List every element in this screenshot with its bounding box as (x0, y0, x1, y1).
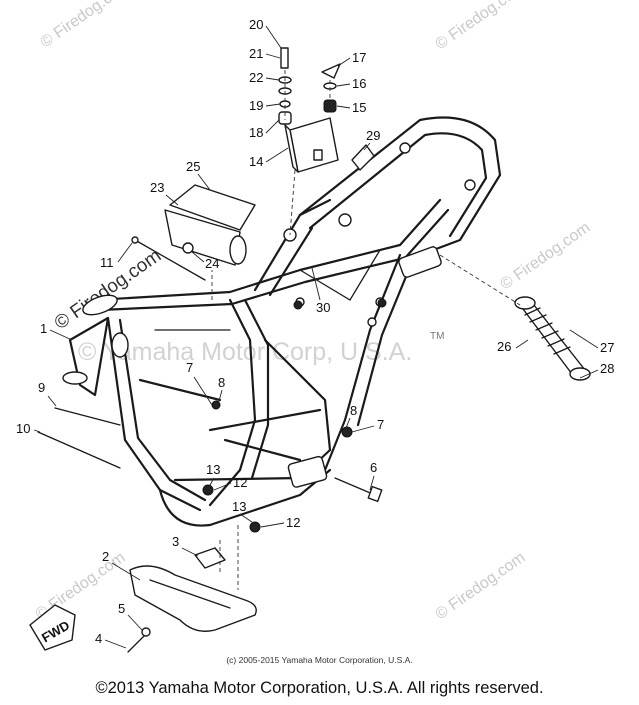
callout-21: 21 (249, 46, 263, 61)
callout-23: 23 (150, 180, 164, 195)
forward-direction-arrow: FWD (29, 604, 76, 651)
callout-16: 16 (352, 76, 366, 91)
callout-2: 2 (102, 549, 109, 564)
callout-1: 1 (40, 321, 47, 336)
callout-10: 10 (16, 421, 30, 436)
callout-22: 22 (249, 70, 263, 85)
callout-3: 3 (172, 534, 179, 549)
callout-19: 19 (249, 98, 263, 113)
callouts: 20 21 22 19 18 14 17 16 15 29 25 23 24 1… (16, 17, 614, 649)
skid-plate (129, 547, 257, 632)
callout-20: 20 (249, 17, 263, 32)
callout-8: 8 (350, 403, 357, 418)
callout-25: 25 (186, 159, 200, 174)
callout-18: 18 (249, 125, 263, 140)
watermark-center: © Yamaha Motor Corp, U.S.A. (78, 338, 412, 366)
callout-8: 8 (218, 375, 225, 390)
callout-6: 6 (370, 460, 377, 475)
callout-12: 12 (286, 515, 300, 530)
callout-13: 13 (206, 462, 220, 477)
callout-14: 14 (249, 154, 263, 169)
callout-17: 17 (352, 50, 366, 65)
callout-12: 12 (233, 475, 247, 490)
callout-7: 7 (377, 417, 384, 432)
trademark-mark: TM (430, 331, 444, 342)
callout-24: 24 (205, 256, 219, 271)
watermark: © Firedog.com (498, 219, 594, 293)
watermark: © Firedog.com (433, 0, 529, 53)
ignition-coil-box (289, 117, 339, 173)
callout-27: 27 (600, 340, 614, 355)
callout-4: 4 (95, 631, 102, 646)
alignment-lines (211, 70, 521, 590)
watermark: © Firedog.com (433, 549, 529, 623)
callout-13: 13 (232, 499, 246, 514)
footer-copyright: ©2013 Yamaha Motor Corporation, U.S.A. A… (95, 679, 544, 697)
watermark-layer: © Firedog.com © Firedog.com © Firedog.co… (33, 0, 594, 623)
motorcycle-frame (62, 116, 502, 527)
bolt (280, 47, 289, 69)
coil-cover (169, 184, 256, 231)
callout-29: 29 (366, 128, 380, 143)
callout-7: 7 (186, 360, 193, 375)
callout-9: 9 (38, 380, 45, 395)
watermark: © Firedog.com (38, 0, 134, 51)
small-copyright-notice: (c) 2005-2015 Yamaha Motor Corporation, … (226, 655, 413, 665)
components: FWD (29, 47, 591, 653)
callout-15: 15 (352, 100, 366, 115)
callout-11: 11 (100, 255, 114, 270)
rear-shock-absorber (514, 296, 591, 381)
callout-28: 28 (600, 361, 614, 376)
callout-26: 26 (497, 339, 511, 354)
callout-30: 30 (316, 300, 330, 315)
callout-5: 5 (118, 601, 125, 616)
